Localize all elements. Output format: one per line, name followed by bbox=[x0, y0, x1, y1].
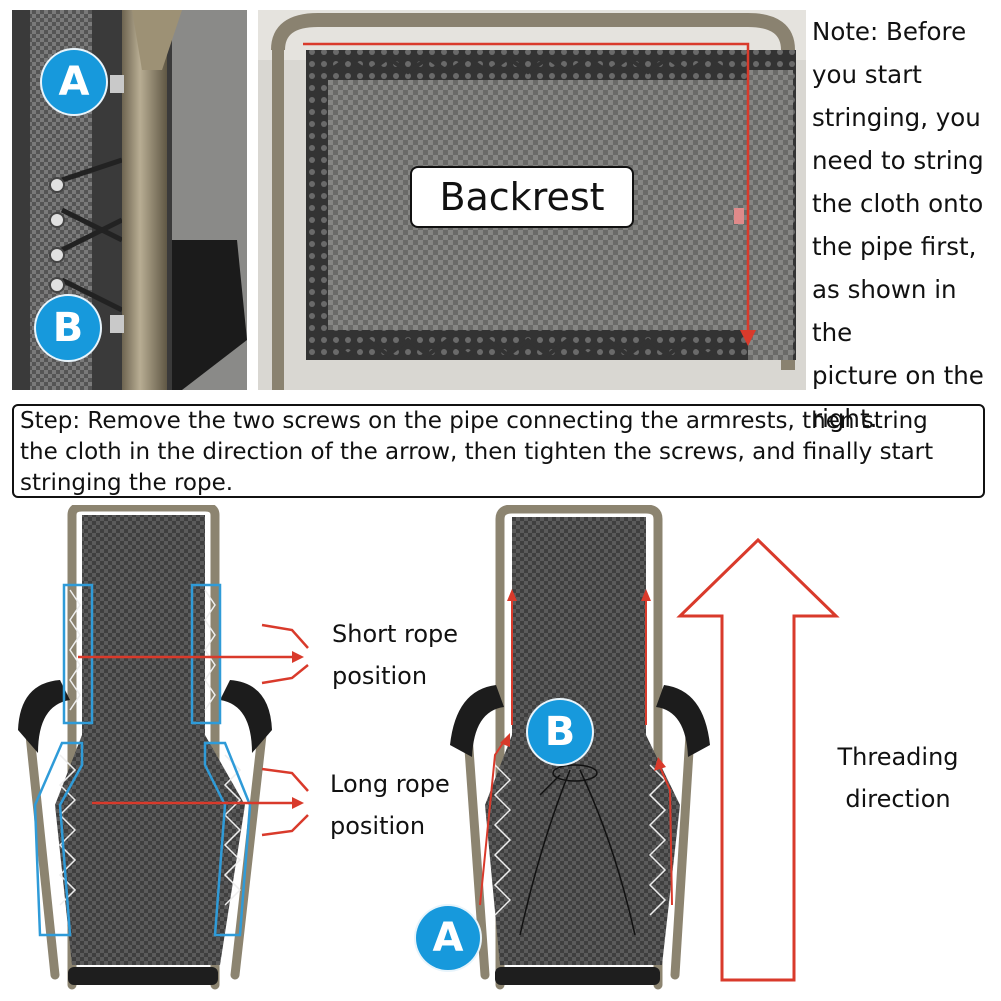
long-rope-label: Long rope position bbox=[330, 763, 450, 847]
note-line: Note: Before bbox=[812, 17, 967, 46]
badge-b-chair: B bbox=[528, 700, 592, 764]
step-line: Step: Remove the two screws on the pipe … bbox=[20, 408, 928, 434]
note-line: you start bbox=[812, 60, 922, 89]
note-text: Note: Before you start stringing, you ne… bbox=[812, 10, 1001, 440]
long-rope-line: position bbox=[330, 812, 426, 840]
pipe-closeup-photo bbox=[12, 10, 247, 390]
long-rope-box-left bbox=[33, 741, 84, 937]
pipe-closeup-illustration bbox=[12, 10, 247, 390]
note-line: right. bbox=[812, 404, 878, 433]
short-rope-label: Short rope position bbox=[332, 613, 458, 697]
threading-line: direction bbox=[845, 785, 951, 813]
threading-line: Threading bbox=[837, 743, 959, 771]
note-line: picture on the bbox=[812, 361, 984, 390]
step-box bbox=[12, 404, 985, 498]
note-line: the pipe first, bbox=[812, 232, 977, 261]
arrow-up-icon bbox=[676, 537, 840, 982]
long-rope-line: Long rope bbox=[330, 770, 450, 798]
step-line: stringing the rope. bbox=[20, 470, 234, 496]
short-rope-line: position bbox=[332, 662, 428, 690]
threading-direction-label: Threading direction bbox=[836, 736, 960, 820]
short-rope-box-right bbox=[190, 583, 222, 725]
note-line: stringing, you bbox=[812, 103, 981, 132]
rope-arrows bbox=[78, 623, 309, 837]
backrest-label: Backrest bbox=[410, 166, 634, 228]
note-line: need to string bbox=[812, 146, 984, 175]
chair-left-illustration bbox=[18, 505, 309, 990]
long-rope-box-right bbox=[203, 741, 252, 937]
badge-a-chair: A bbox=[416, 906, 480, 970]
chair-rope-positions-photo bbox=[0, 505, 330, 1001]
threading-arrow-top bbox=[303, 42, 756, 346]
short-rope-line: Short rope bbox=[332, 620, 459, 648]
short-rope-box-left bbox=[62, 583, 94, 725]
step-line: the cloth in the direction of the arrow,… bbox=[20, 439, 934, 465]
note-line: the cloth onto bbox=[812, 189, 984, 218]
threading-arrows-chair bbox=[479, 589, 673, 906]
badge-b-top: B bbox=[36, 296, 100, 360]
step-text: Step: Remove the two screws on the pipe … bbox=[20, 406, 985, 499]
note-line: as shown in the bbox=[812, 275, 957, 347]
badge-a-top: A bbox=[42, 50, 106, 114]
